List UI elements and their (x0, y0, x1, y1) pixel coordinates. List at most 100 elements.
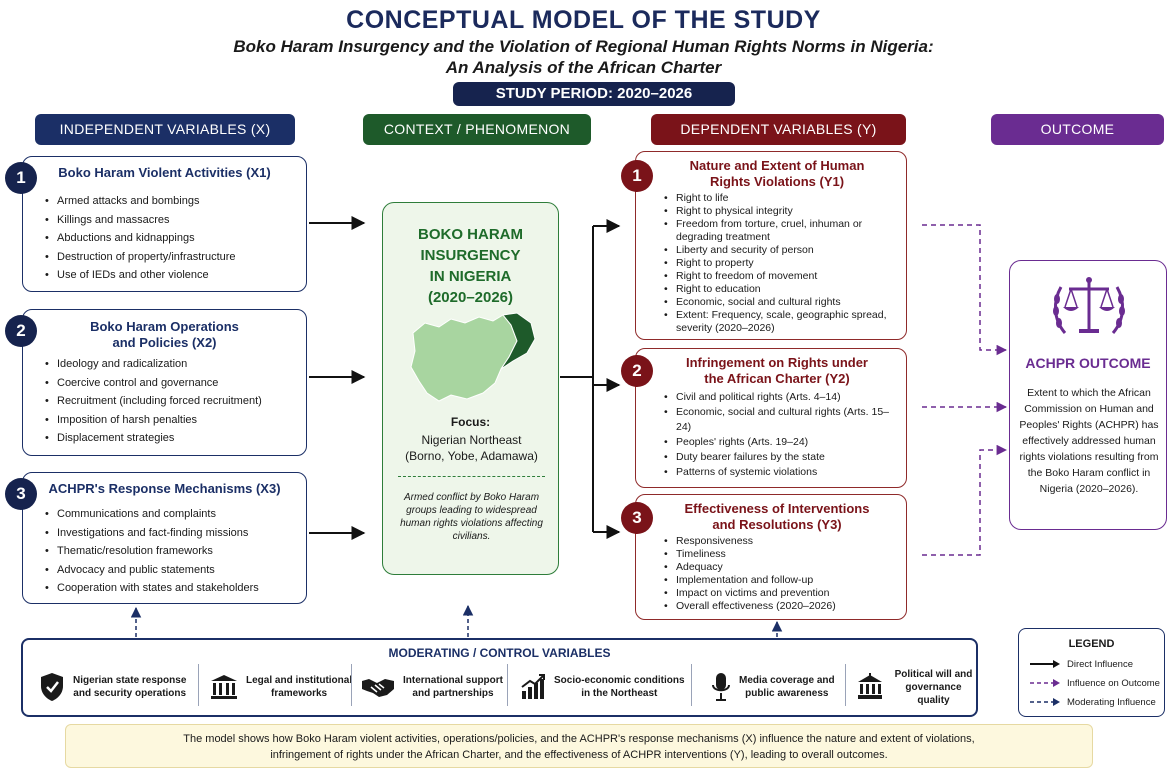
moderating-label: International support and partnerships (403, 674, 503, 700)
shield-check-icon (41, 673, 63, 701)
list-item: Right to physical integrity (662, 205, 902, 218)
list-item: Adequacy (662, 561, 902, 574)
divider (845, 664, 846, 706)
y1-title-line-1: Nature and Extent of Human (689, 158, 865, 173)
list-item: Economic, social and cultural rights (662, 296, 902, 309)
list-item: Right to property (662, 257, 902, 270)
legend-item-outcome: Influence on Outcome (1029, 676, 1160, 690)
moderating-item: Media coverage and public awareness (711, 664, 835, 710)
list-item: Extent: Frequency, scale, geographic spr… (662, 309, 902, 335)
moderating-label-line-1: International support (403, 675, 503, 686)
legend-title: LEGEND (1068, 638, 1115, 650)
x2-title: Boko Haram Operations and Policies (X2) (23, 319, 306, 351)
summary-note: The model shows how Boko Haram violent a… (65, 724, 1093, 768)
moderating-label-line-2: and security operations (73, 688, 187, 699)
moderating-label: Legal and institutional frameworks (246, 674, 352, 700)
list-item: Right to education (662, 283, 902, 296)
list-item: Patterns of systemic violations (662, 465, 902, 480)
subtitle-line-1: Boko Haram Insurgency and the Violation … (233, 37, 934, 56)
moderating-item: Legal and institutional frameworks (210, 664, 352, 710)
x2-title-line-1: Boko Haram Operations (90, 319, 239, 334)
list-item: Destruction of property/infrastructure (43, 248, 303, 267)
list-item: Displacement strategies (43, 429, 303, 448)
moderating-label-line-1: Legal and institutional (246, 675, 353, 686)
moderating-label-line-2: governance quality (905, 681, 962, 706)
y3-list: Responsiveness Timeliness Adequacy Imple… (662, 535, 902, 613)
y2-number-badge: 2 (621, 355, 653, 387)
y1-title-line-2: Rights Violations (Y1) (709, 174, 845, 189)
subtitle-line-2: An Analysis of the African Charter (445, 58, 722, 77)
institution-building-icon (211, 675, 237, 699)
outcome-box: ACHPR OUTCOME Extent to which the Africa… (1009, 260, 1167, 530)
legend-label-direct: Direct Influence (1067, 658, 1134, 670)
context-description: Armed conflict by Boko Haram groups lead… (400, 492, 543, 542)
list-item: Overall effectiveness (2020–2026) (662, 600, 902, 613)
moderating-label: Media coverage and public awareness (739, 674, 835, 700)
y1-box: Nature and Extent of Human Rights Violat… (635, 151, 907, 340)
list-item: Responsiveness (662, 535, 902, 548)
y2-title-line-2: the African Charter (Y2) (704, 371, 850, 386)
moderating-label-line-1: Socio-economic conditions (554, 675, 685, 686)
context-title-line-4: (2020–2026) (427, 289, 514, 306)
page-title: CONCEPTUAL MODEL OF THE STUDY (346, 6, 821, 34)
context-focus-label: Focus: (450, 415, 491, 429)
list-item: Coercive control and governance (43, 374, 303, 393)
moderating-label-line-2: frameworks (270, 688, 328, 699)
list-item: Use of IEDs and other violence (43, 266, 303, 285)
scales-of-justice-icon (1053, 277, 1125, 334)
list-item: Communications and complaints (43, 505, 305, 524)
x3-box: ACHPR's Response Mechanisms (X3) Communi… (22, 472, 307, 604)
context-title-line-1: BOKO HARAM (418, 226, 523, 243)
list-item: Liberty and security of person (662, 244, 902, 257)
context-title-line-2: INSURGENCY (420, 247, 521, 264)
list-item: Right to freedom of movement (662, 270, 902, 283)
moderating-label-line-1: Nigerian state response (73, 675, 187, 686)
government-building-icon (858, 673, 882, 699)
context-title-line-3: IN NIGERIA (429, 268, 512, 285)
moderating-label-line-2: in the Northeast (581, 688, 658, 699)
list-item: Recruitment (including forced recruitmen… (43, 392, 303, 411)
x2-number-badge: 2 (5, 315, 37, 347)
microphone-icon (712, 673, 730, 701)
x1-title: Boko Haram Violent Activities (X1) (58, 165, 271, 180)
solid-arrow-icon (1030, 660, 1060, 668)
growth-chart-icon (521, 674, 545, 699)
y3-title-line-2: and Resolutions (Y3) (712, 517, 842, 532)
header-independent-variables: INDEPENDENT VARIABLES (X) (35, 114, 295, 145)
moderating-title: MODERATING / CONTROL VARIABLES (388, 646, 611, 660)
moderating-variables-box: MODERATING / CONTROL VARIABLES Nigerian … (21, 638, 978, 717)
moderating-label: Political will and governance quality (891, 668, 976, 707)
header-outcome: OUTCOME (991, 114, 1164, 145)
list-item: Cooperation with states and stakeholders (43, 579, 305, 598)
legend-label-outcome: Influence on Outcome (1067, 677, 1160, 689)
moderating-label-line-2: and partnerships (412, 688, 494, 699)
y2-list: Civil and political rights (Arts. 4–14) … (662, 390, 902, 480)
moderating-item: Nigerian state response and security ope… (39, 664, 186, 710)
moderating-label: Socio-economic conditions in the Northea… (554, 674, 685, 700)
context-focus-line-2: (Borno, Yobe, Adamawa) (405, 449, 538, 463)
arrow-y1-to-outcome (922, 224, 1008, 356)
list-item: Timeliness (662, 548, 902, 561)
list-item: Abductions and kidnappings (43, 229, 303, 248)
y2-title: Infringement on Rights under the African… (648, 355, 906, 387)
context-divider (398, 476, 545, 477)
y3-title-line-1: Effectiveness of Interventions (684, 501, 870, 516)
moderating-label-line-2: public awareness (745, 688, 829, 699)
legend-item-moderating: Moderating Influence (1029, 695, 1156, 709)
list-item: Civil and political rights (Arts. 4–14) (662, 390, 902, 405)
x3-number-badge: 3 (5, 478, 37, 510)
x1-list: Armed attacks and bombings Killings and … (43, 192, 303, 285)
list-item: Peoples' rights (Arts. 19–24) (662, 435, 902, 450)
outcome-title: ACHPR OUTCOME (1025, 355, 1151, 371)
x1-number-badge: 1 (5, 162, 37, 194)
list-item: Imposition of harsh penalties (43, 411, 303, 430)
dashed-purple-arrow-icon (1030, 679, 1060, 687)
list-item: Advocacy and public statements (43, 561, 305, 580)
list-item: Freedom from torture, cruel, inhuman or … (662, 218, 902, 244)
study-period-banner: STUDY PERIOD: 2020–2026 (453, 82, 735, 106)
y3-title: Effectiveness of Interventions and Resol… (648, 501, 906, 533)
x3-list: Communications and complaints Investigat… (43, 505, 305, 598)
handshake-icon (362, 679, 394, 697)
list-item: Killings and massacres (43, 211, 303, 230)
